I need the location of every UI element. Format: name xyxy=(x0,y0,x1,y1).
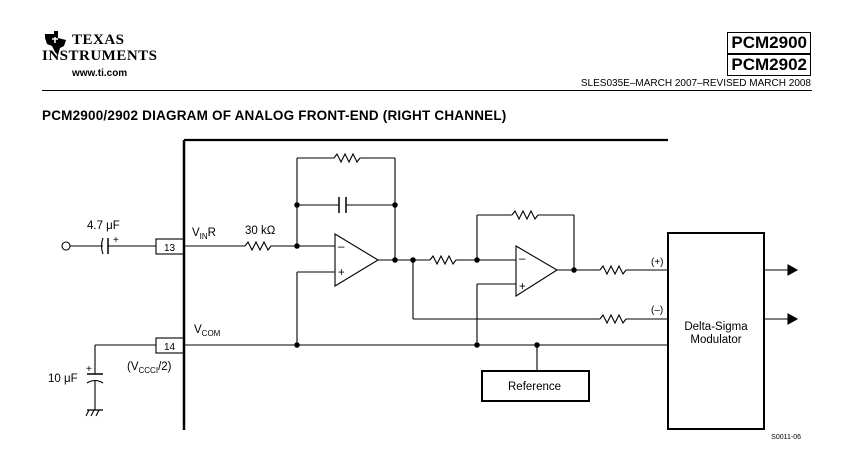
logo-word-instruments: INSTRUMENTS xyxy=(42,48,158,64)
opamp2-output-node xyxy=(571,267,577,273)
section-title: PCM2900/2902 DIAGRAM OF ANALOG FRONT-END… xyxy=(42,108,507,123)
opamp1-minus: – xyxy=(338,241,345,253)
output-minus-label: (–) xyxy=(651,305,663,316)
modulator-label-line1: Delta-Sigma xyxy=(684,321,748,333)
part-number-pcm2900: PCM2900 xyxy=(727,32,811,54)
input-terminal xyxy=(61,241,103,251)
ti-logo: TEXAS INSTRUMENTS www.ti.com xyxy=(42,30,162,80)
resistor-30k-label: 30 kΩ xyxy=(245,225,276,237)
vinr-label: VINR xyxy=(192,227,216,241)
opamp2-input-resistor xyxy=(429,254,457,266)
delta-sigma-modulator-block xyxy=(667,232,765,430)
input-resistor xyxy=(244,240,272,252)
texas-state-icon xyxy=(45,31,66,55)
opamp2-plus: + xyxy=(519,281,526,293)
opamp-2 xyxy=(476,245,600,345)
output-plus-label: (+) xyxy=(651,257,664,268)
input-capacitor xyxy=(100,237,156,255)
vcom-label: VCOM xyxy=(194,324,221,338)
bypass-cap-plus: + xyxy=(86,364,92,375)
figure-id: S0011-06 xyxy=(771,434,801,441)
opamp1-feedback xyxy=(294,152,398,260)
opamp1-plus: + xyxy=(338,267,345,279)
vccci-label: (VCCCI/2) xyxy=(127,361,172,375)
opamp1-output-node xyxy=(392,257,398,263)
opamp-1 xyxy=(296,233,413,345)
input-cap-plus: + xyxy=(113,235,119,246)
output-arrow-upper xyxy=(764,264,799,276)
reference-block xyxy=(481,370,590,402)
chip-boundary xyxy=(182,138,668,430)
output-arrow-lower xyxy=(764,313,799,325)
header-rule xyxy=(42,90,812,91)
reference-label: Reference xyxy=(508,381,561,393)
minus-path-resistor xyxy=(599,313,627,325)
logo-word-texas: TEXAS xyxy=(72,32,125,48)
modulator-label-line2: Modulator xyxy=(690,334,741,346)
part-number-pcm2902: PCM2902 xyxy=(727,54,811,76)
opamp2-minus: – xyxy=(519,253,526,265)
ground-icon xyxy=(85,409,103,417)
pin-14-label: 14 xyxy=(164,342,176,353)
logo-url: www.ti.com xyxy=(72,68,128,79)
pin-13-label: 13 xyxy=(164,243,176,254)
bypass-capacitor xyxy=(86,345,104,410)
bypass-cap-value: 10 μF xyxy=(48,373,78,385)
input-cap-value: 4.7 μF xyxy=(87,220,120,232)
plus-path-resistor xyxy=(599,264,627,276)
doc-revision: SLES035E–MARCH 2007–REVISED MARCH 2008 xyxy=(580,78,811,89)
opamp2-feedback xyxy=(476,209,575,270)
